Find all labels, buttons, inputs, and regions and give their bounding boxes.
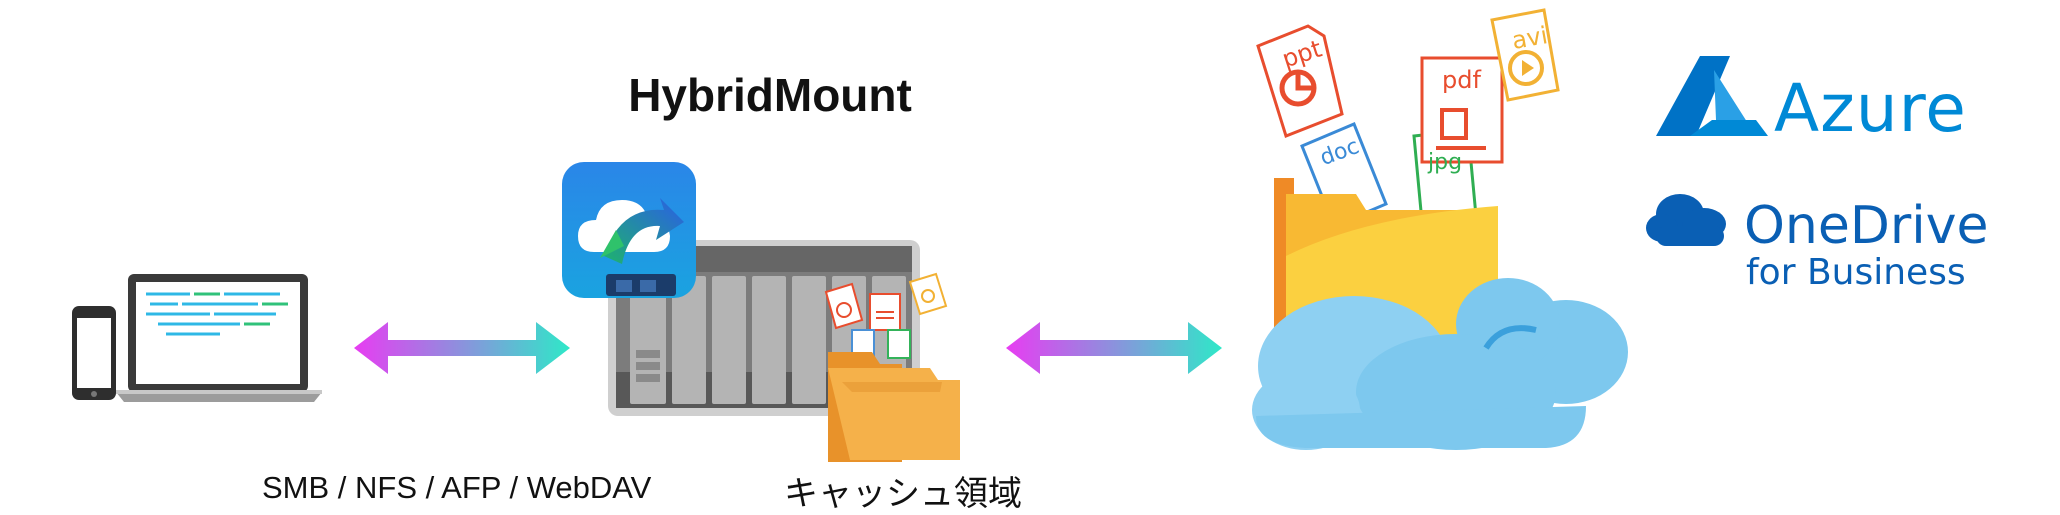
onedrive-logo-text: OneDrive (1744, 196, 1989, 256)
jpg-file-label: jpg (1428, 150, 1463, 175)
hybridmount-app-icon (562, 162, 696, 298)
onedrive-logo-subtext: for Business (1746, 252, 1966, 293)
cache-folder-icon (824, 272, 960, 462)
onedrive-logo-icon (1646, 194, 1726, 246)
cloud-storage-icon (1252, 8, 1628, 450)
diagram-title: HybridMount (628, 69, 912, 121)
pdf-file-label: pdf (1442, 66, 1481, 94)
left-bidirectional-arrow (354, 322, 570, 374)
protocols-label: SMB / NFS / AFP / WebDAV (262, 470, 652, 505)
azure-logo-icon (1656, 56, 1768, 136)
azure-logo-text: Azure (1774, 70, 1967, 147)
right-bidirectional-arrow (1006, 322, 1222, 374)
cache-label: キャッシュ領域 (784, 474, 1022, 514)
laptop-and-phone-icon (72, 274, 322, 402)
